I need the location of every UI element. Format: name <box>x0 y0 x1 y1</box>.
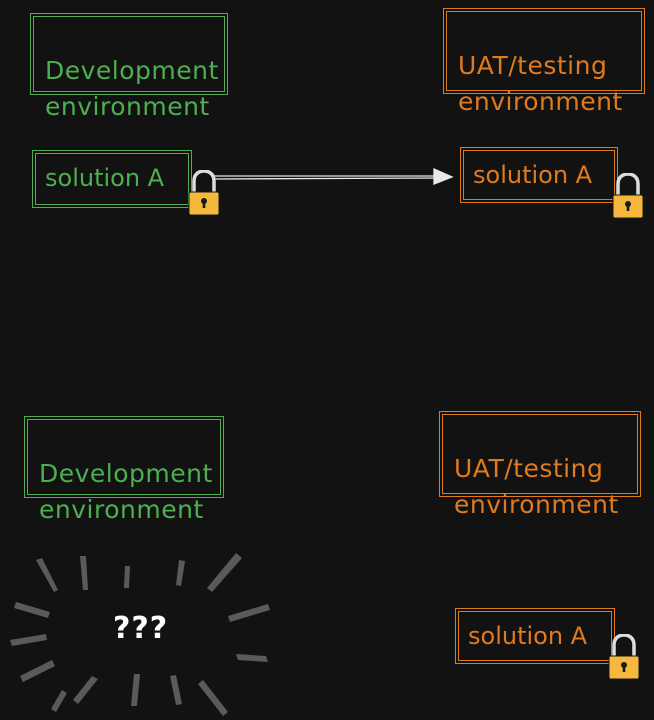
uat-environment-label: UAT/testing environment <box>454 454 619 519</box>
solution-label: solution A <box>468 622 588 650</box>
solution-label: solution A <box>45 164 165 192</box>
dev-environment-box-bottom: Development environment <box>24 416 224 524</box>
uat-solution-box-bottom: solution A <box>455 608 615 664</box>
dev-solution-box-top: solution A <box>32 150 192 208</box>
padlock-icon <box>608 634 640 680</box>
uat-environment-label: UAT/testing environment <box>458 51 623 116</box>
burst-icon <box>10 553 270 716</box>
dev-environment-label: Development environment <box>45 56 219 121</box>
dev-environment-box-top: Development environment <box>30 13 228 121</box>
padlock-icon <box>188 170 220 216</box>
uat-environment-box-top: UAT/testing environment <box>443 8 645 116</box>
unknown-solution-label: ??? <box>113 611 169 646</box>
dev-environment-label: Development environment <box>39 459 213 524</box>
arrow-icon <box>211 167 454 185</box>
uat-solution-box-top: solution A <box>460 147 618 203</box>
padlock-icon <box>612 173 644 219</box>
solution-label: solution A <box>473 161 593 189</box>
uat-environment-box-bottom: UAT/testing environment <box>439 411 641 519</box>
